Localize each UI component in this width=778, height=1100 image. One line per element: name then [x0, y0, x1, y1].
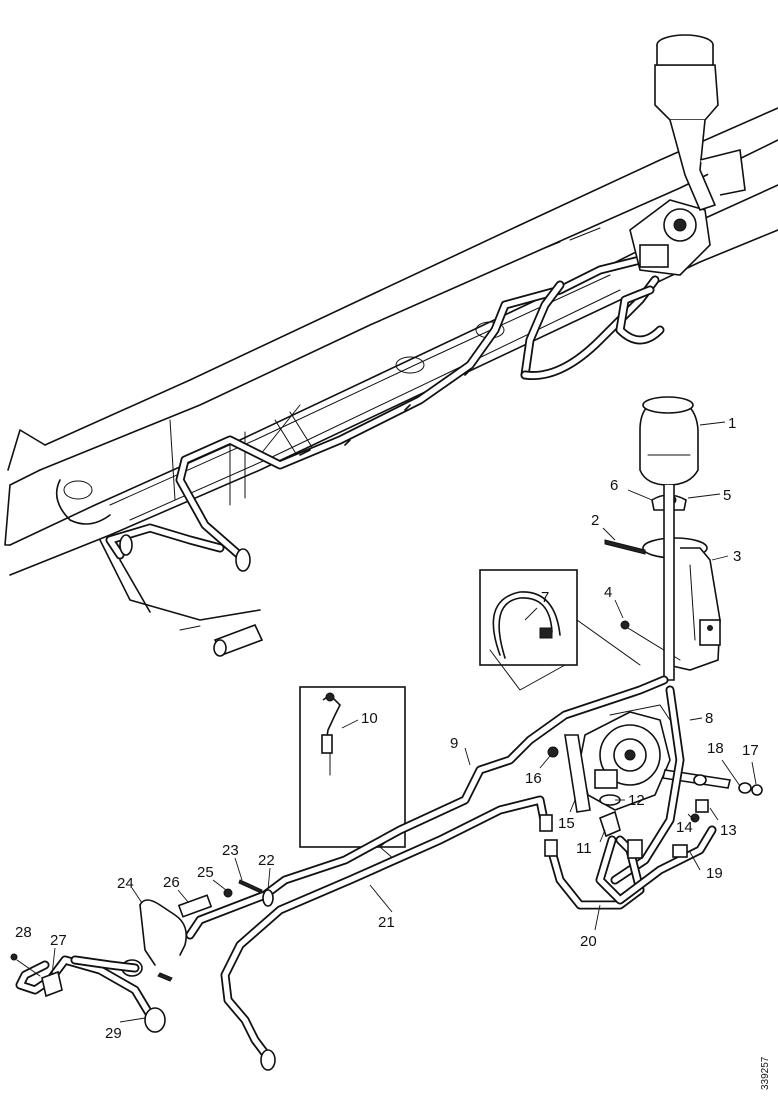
callout-15: 15	[558, 815, 575, 832]
callout-24: 24	[117, 875, 134, 892]
callout-16: 16	[525, 770, 542, 787]
callout-13: 13	[720, 822, 737, 839]
callout-2: 2	[591, 512, 599, 529]
overview-reservoir	[654, 34, 746, 211]
overview-steering-pump	[629, 199, 711, 276]
front-lines-and-clips	[10, 879, 274, 1033]
callout-25: 25	[197, 864, 214, 881]
callout-27: 27	[50, 932, 67, 949]
chassis-frame-overview	[4, 107, 778, 657]
clip-inset	[299, 686, 406, 861]
callout-12: 12	[628, 792, 645, 809]
callout-10: 10	[361, 710, 378, 727]
callout-23: 23	[222, 842, 239, 859]
steering-pump	[547, 704, 763, 838]
callout-5: 5	[723, 487, 731, 504]
callout-1: 1	[728, 415, 736, 432]
callout-14: 14	[676, 819, 693, 836]
overview-steering-lines	[105, 255, 665, 572]
callout-4: 4	[604, 584, 612, 601]
callout-18: 18	[707, 740, 724, 757]
callout-19: 19	[706, 865, 723, 882]
steering-hoses	[185, 675, 717, 1071]
callout-11: 11	[576, 840, 592, 857]
callout-20: 20	[580, 933, 597, 950]
reservoir-assembly	[604, 396, 721, 681]
callout-22: 22	[258, 852, 275, 869]
hose-clamp-inset	[479, 569, 641, 691]
callout-labels: 1 2 3 4 5 6 7 8 9 10 11 12 13 14 15 16 1…	[15, 415, 759, 1042]
callout-6: 6	[610, 477, 618, 494]
figure-id: 339257	[760, 1056, 771, 1090]
callout-21: 21	[378, 914, 395, 931]
callout-26: 26	[163, 874, 180, 891]
callout-3: 3	[733, 548, 741, 565]
callout-9: 9	[450, 735, 458, 752]
callout-28: 28	[15, 924, 32, 941]
callout-17: 17	[742, 742, 759, 759]
callout-8: 8	[705, 710, 713, 727]
callout-29: 29	[105, 1025, 122, 1042]
callout-7: 7	[541, 589, 549, 606]
